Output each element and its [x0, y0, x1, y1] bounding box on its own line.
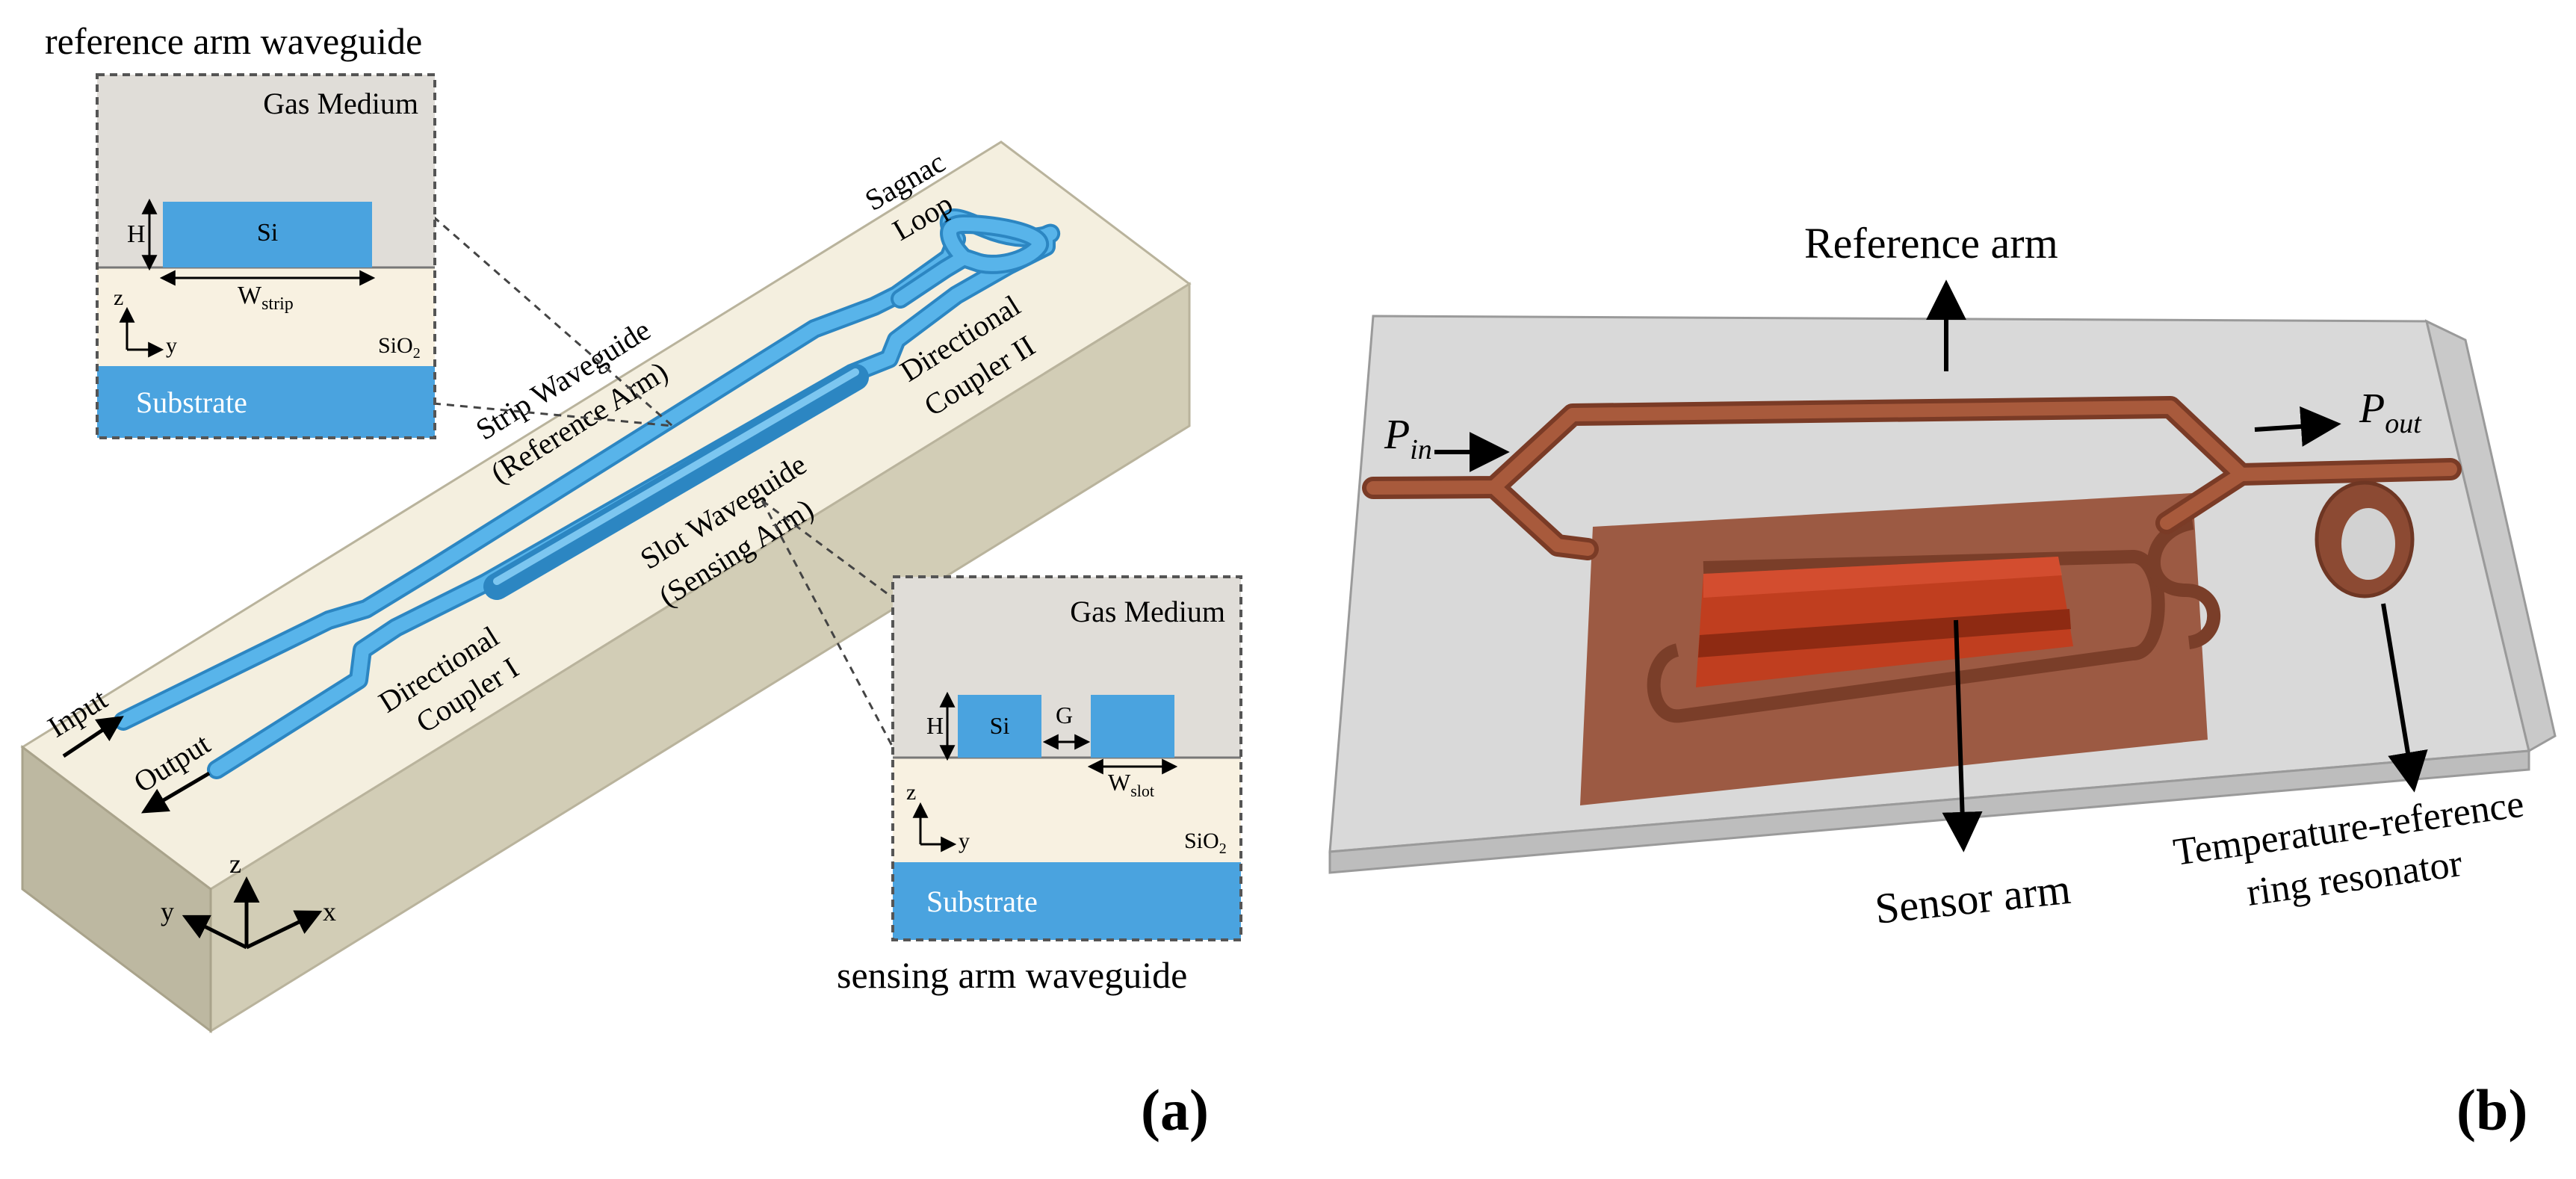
sensor-arm-waveguide-b	[1487, 480, 1594, 556]
sensor-region	[1580, 493, 2221, 805]
si-slot-core-left	[958, 695, 1041, 758]
inset-bottom-gap: G	[1056, 702, 1073, 728]
axis-z-label: z	[229, 849, 241, 879]
inset-top-title: reference arm waveguide	[45, 20, 422, 62]
axis-x-label: x	[323, 897, 336, 926]
inset-sensing-arm: Gas Medium Si H G Wslot z y SiO2 Substra…	[837, 575, 1242, 996]
axis-y-label: y	[161, 897, 174, 926]
inset-bottom-axis-y: y	[959, 829, 970, 853]
inset-top-axis-y: y	[166, 333, 177, 358]
si-strip-core	[163, 202, 372, 267]
ring-arrow	[2381, 603, 2428, 793]
input-arrow	[62, 716, 124, 758]
inset-bottom-medium: Gas Medium	[1070, 595, 1225, 628]
inset-top-axis-z: z	[114, 285, 123, 310]
si-slot-core-right	[1091, 695, 1174, 758]
inset-bottom-substrate: Substrate	[926, 885, 1038, 918]
panel-a: Sagnac Loop Strip Waveguide (Reference A…	[20, 20, 1242, 1142]
inset-bottom-height: H	[926, 712, 944, 739]
axes-3d	[182, 876, 323, 950]
inset-top-height: H	[127, 220, 146, 248]
panel-a-label: (a)	[1141, 1077, 1209, 1142]
pin-label: Pin	[1384, 412, 1432, 465]
inset-bottom-title: sensing arm waveguide	[837, 954, 1187, 996]
leader-line-bottom-1	[761, 500, 894, 748]
ring-resonator	[2315, 480, 2415, 598]
slot-section	[483, 364, 869, 600]
input-waveguide-b	[1366, 400, 2457, 495]
inset-reference-arm: reference arm waveguide Gas Medium Si H …	[45, 20, 436, 439]
inset-top-substrate: Substrate	[136, 386, 247, 419]
inset-top-cladding: SiO2	[378, 333, 421, 362]
leader-line-bottom-2	[761, 499, 894, 599]
inset-bottom-axis-z: z	[906, 780, 916, 805]
reference-arm-label: Reference arm	[1804, 219, 2058, 267]
panel-b: Reference arm Pin Pout Sensor arm Temper…	[1328, 219, 2557, 1142]
inset-top-medium: Gas Medium	[263, 87, 418, 120]
sagnac-loop-shape	[891, 214, 1050, 309]
inset-bottom-core: Si	[990, 712, 1010, 739]
pout-arrow	[2254, 406, 2341, 447]
output-arrow	[140, 771, 211, 814]
inset-top-width: Wstrip	[238, 282, 294, 314]
pout-label: Pout	[2359, 386, 2422, 439]
sensor-arm-label: Sensor arm	[1873, 864, 2073, 933]
inset-top-core: Si	[257, 219, 278, 247]
panel-b-label: (b)	[2456, 1077, 2527, 1142]
chip-front-face	[21, 744, 212, 1034]
inset-bottom-cladding: SiO2	[1184, 829, 1227, 857]
chip-bottom-edge-b	[1328, 749, 2530, 874]
sensor-arm-arrow	[1942, 619, 1983, 852]
